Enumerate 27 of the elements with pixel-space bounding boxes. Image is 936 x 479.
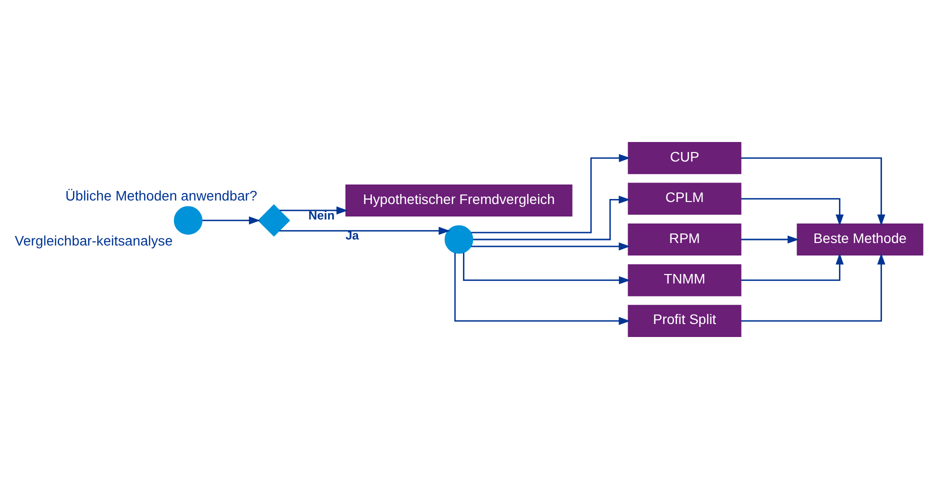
node-label: Übliche Methoden anwendbar? [65,187,258,204]
arrow [741,236,800,244]
node-box: CUP [628,142,742,174]
arrow [454,252,630,325]
arrow [741,253,844,281]
arrow [279,226,450,235]
arrow [740,157,886,226]
node-box: Beste Methode [796,223,924,256]
edge-label: Ja [345,228,359,243]
arrow [202,216,260,224]
node-box: Profit Split [628,304,742,337]
node-circle [444,225,474,254]
arrow [462,252,630,284]
node-diamond [258,204,290,237]
edge-label: Nein [308,208,335,222]
arrow [280,206,348,214]
arrow [471,154,630,234]
node-circle [174,206,202,235]
arrow [740,253,886,322]
node-box: Hypothetischer Fremdvergleich [345,184,572,217]
arrow [471,242,630,250]
arrow [472,196,630,240]
node-box: RPM [628,223,742,256]
node-box: TNMM [628,264,742,296]
arrow [741,198,844,226]
node-label: Vergleichbar-keitsanalyse [14,232,173,248]
node-box: CPLM [628,182,742,215]
